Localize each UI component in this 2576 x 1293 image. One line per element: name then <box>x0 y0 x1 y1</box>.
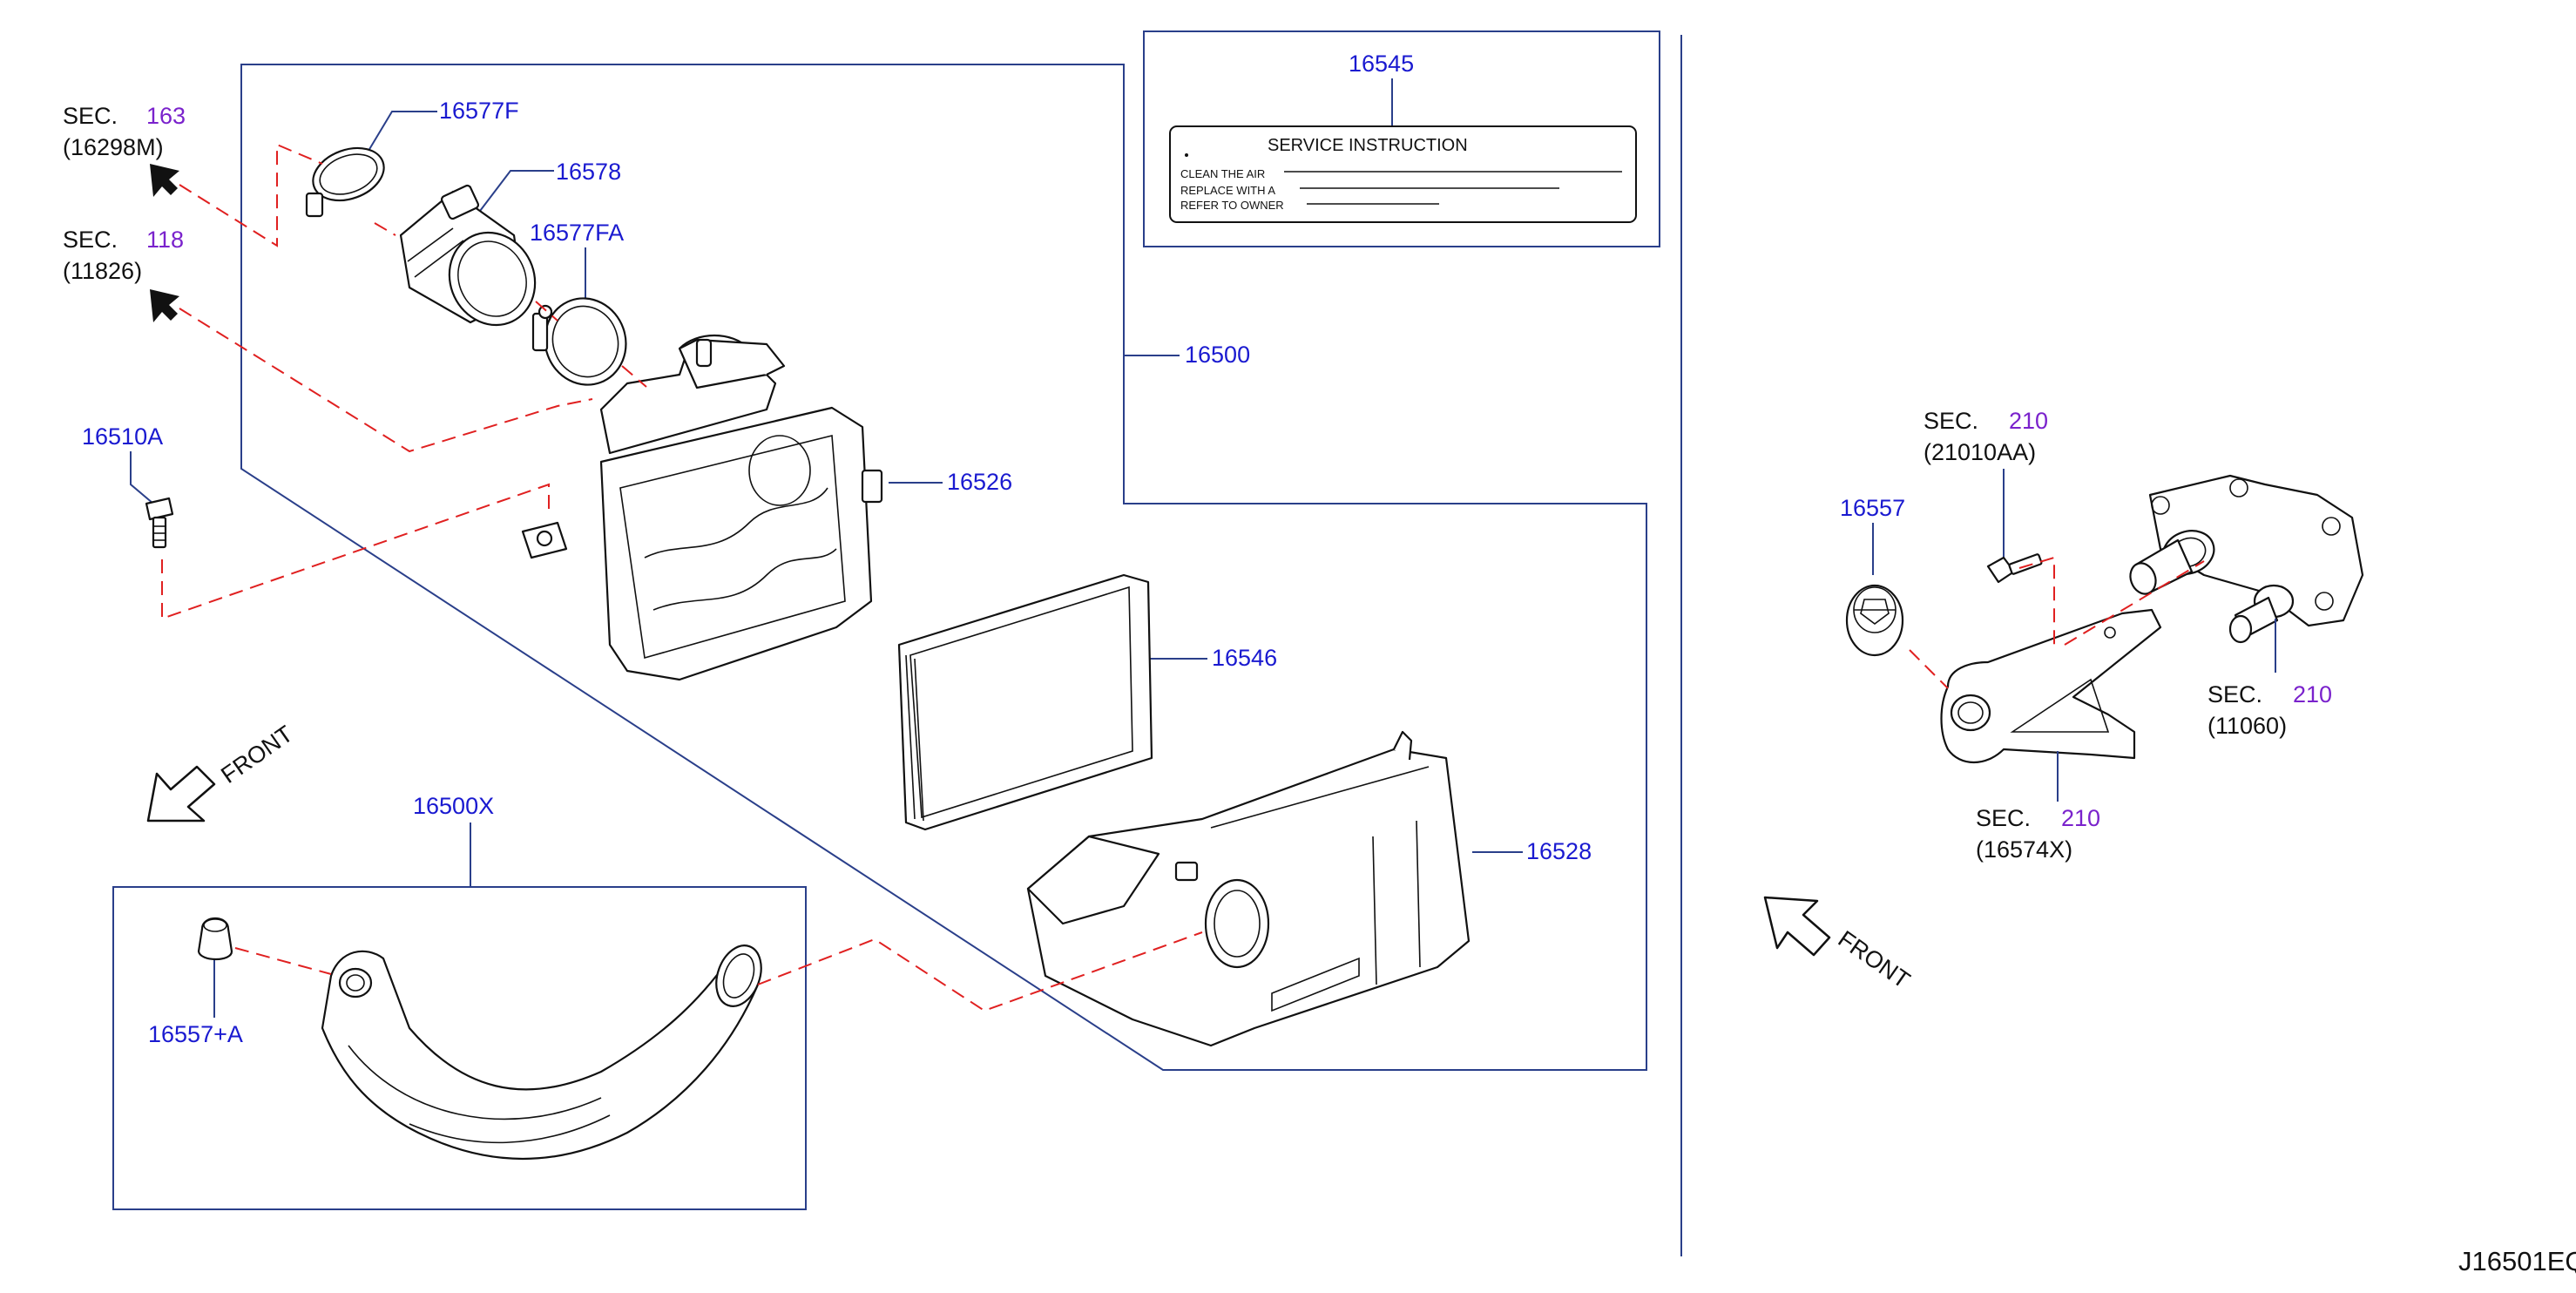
svg-text:SEC.: SEC. <box>1924 408 1978 434</box>
si-line-3: REFER TO OWNER <box>1180 199 1284 212</box>
sec-210-21010AA-reference: SEC. 210 (21010AA) <box>1924 408 2048 465</box>
svg-text:(21010AA): (21010AA) <box>1924 439 2036 465</box>
si-line-2: REPLACE WITH A <box>1180 184 1275 197</box>
part-number-16500X: 16500X <box>413 793 494 819</box>
bolt-21010AA <box>1986 553 2043 584</box>
bolt-16510A <box>145 497 174 549</box>
bracket-16574X <box>1940 608 2162 764</box>
part-number-16577FA: 16577FA <box>530 220 624 246</box>
diagram-code: J16501EQ <box>2458 1246 2576 1276</box>
part-number-16510A: 16510A <box>82 423 163 450</box>
svg-text:210: 210 <box>2009 408 2048 434</box>
clamp-16577FA <box>531 297 627 386</box>
air-duct-16500X <box>321 944 762 1160</box>
svg-text:(11826): (11826) <box>63 258 142 284</box>
clamp-16577F <box>305 146 385 218</box>
svg-text:SEC.: SEC. <box>2208 681 2262 707</box>
svg-text:FRONT: FRONT <box>1834 925 1915 993</box>
assembly-16500-frame <box>240 64 1647 1071</box>
part-number-16578: 16578 <box>556 159 621 185</box>
airflow-sensor-16578 <box>399 184 537 327</box>
part-number-16500: 16500 <box>1185 342 1250 368</box>
grommet-16557 <box>1845 584 1904 657</box>
service-instruction-frame <box>1143 30 1660 247</box>
svg-text:(16298M): (16298M) <box>63 134 164 160</box>
svg-text:(16574X): (16574X) <box>1976 836 2072 863</box>
sec-118-reference: SEC. 118 (11826) <box>63 227 184 284</box>
air-cleaner-lower-case-16528 <box>1026 730 1471 1047</box>
part-number-16546: 16546 <box>1212 645 1277 671</box>
part-number-16557: 16557 <box>1840 495 1905 521</box>
si-line-1: CLEAN THE AIR <box>1180 167 1265 180</box>
svg-text:(11060): (11060) <box>2208 713 2287 739</box>
service-instruction-label <box>1169 125 1637 223</box>
part-number-16557A: 16557+A <box>148 1021 243 1047</box>
svg-text:SEC.: SEC. <box>63 103 118 129</box>
svg-text:163: 163 <box>146 103 186 129</box>
service-instruction-title: SERVICE INSTRUCTION <box>1268 136 1468 155</box>
part-number-16526: 16526 <box>947 469 1012 495</box>
part-number-16545: 16545 <box>1349 51 1414 77</box>
svg-text:210: 210 <box>2293 681 2332 707</box>
svg-text:118: 118 <box>146 227 184 253</box>
svg-text:FRONT: FRONT <box>216 721 297 789</box>
part-number-16528: 16528 <box>1526 838 1592 864</box>
part-number-16577F: 16577F <box>439 98 519 124</box>
arrow-to-sec-163-icon <box>150 164 179 197</box>
sec-163-reference: SEC. 163 (16298M) <box>63 103 186 160</box>
air-cleaner-upper-case-16526 <box>521 334 883 681</box>
sec-210-16574X-reference: SEC. 210 (16574X) <box>1976 805 2100 863</box>
arrow-to-sec-118-icon <box>150 289 179 322</box>
svg-text:SEC.: SEC. <box>1976 805 2031 831</box>
front-direction-left: FRONT <box>146 721 298 823</box>
front-direction-right: FRONT <box>1763 896 1915 993</box>
front-arrow-left-icon <box>146 765 216 823</box>
svg-text:SEC.: SEC. <box>63 227 118 253</box>
svg-text:210: 210 <box>2061 805 2100 831</box>
water-outlet-11060 <box>2129 474 2364 644</box>
sec-210-11060-reference: SEC. 210 (11060) <box>2208 681 2332 739</box>
duct-16500x-frame <box>112 886 807 1210</box>
grommet-16557A <box>197 917 233 961</box>
front-arrow-right-icon <box>1763 896 1831 957</box>
air-filter-element-16546 <box>897 573 1153 831</box>
